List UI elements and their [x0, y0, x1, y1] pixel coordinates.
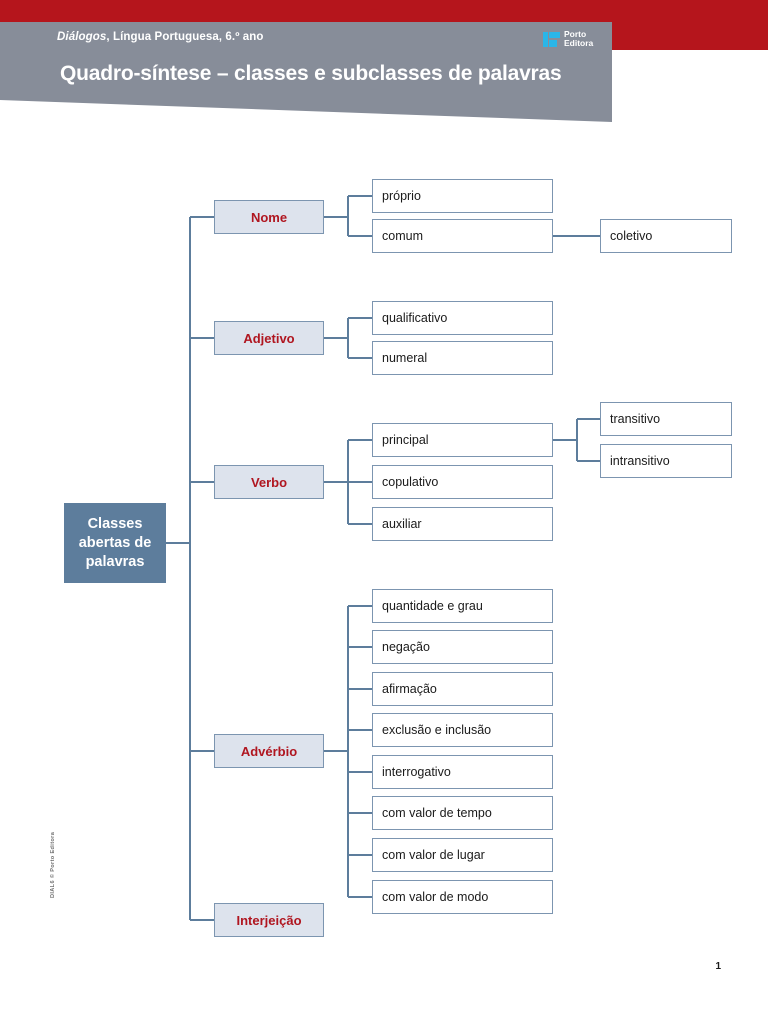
logo-line-editora: Editora: [564, 38, 594, 48]
node-leaf-numeral-label: numeral: [382, 351, 428, 365]
node-leaf-comum[interactable]: comum: [372, 219, 553, 253]
header-subtitle-book: Diálogos: [57, 31, 107, 43]
node-leaf-comum-label: comum: [382, 229, 423, 243]
node-leaf-coletivo-label: coletivo: [610, 229, 653, 243]
node-leaf-com-valor-de-tempo-label: com valor de tempo: [382, 806, 492, 820]
node-leaf-exclusao-e-inclusao[interactable]: exclusão e inclusão: [372, 713, 553, 747]
node-leaf-intransitivo-label: intransitivo: [610, 454, 670, 468]
node-root-label: Classes abertas de palavras: [78, 515, 152, 570]
node-leaf-principal-label: principal: [382, 433, 429, 447]
node-leaf-transitivo-label: transitivo: [610, 412, 661, 426]
node-category-nome-label: Nome: [250, 209, 288, 225]
node-root-classes-abertas[interactable]: Classes abertas de palavras: [64, 503, 166, 583]
node-leaf-com-valor-de-lugar[interactable]: com valor de lugar: [372, 838, 553, 872]
node-leaf-numeral[interactable]: numeral: [372, 341, 553, 375]
node-leaf-exclusao-e-inclusao-label: exclusão e inclusão: [382, 723, 492, 737]
node-leaf-com-valor-de-tempo[interactable]: com valor de tempo: [372, 796, 553, 830]
node-category-nome[interactable]: Nome: [214, 200, 324, 234]
node-category-verbo-label: Verbo: [250, 474, 288, 490]
logo-line-porto: Porto: [564, 29, 587, 39]
header-subtitle: Diálogos, Língua Portuguesa, 6.º ano: [57, 31, 264, 43]
page-title: Quadro-síntese – classes e subclasses de…: [60, 62, 562, 85]
node-leaf-copulativo-label: copulativo: [382, 475, 439, 489]
node-leaf-quantidade-e-grau[interactable]: quantidade e grau: [372, 589, 553, 623]
node-leaf-afirmacao[interactable]: afirmação: [372, 672, 553, 706]
node-category-adverbio-label: Advérbio: [240, 743, 298, 759]
node-leaf-negacao[interactable]: negação: [372, 630, 553, 664]
node-category-adjetivo-label: Adjetivo: [243, 330, 295, 346]
node-leaf-proprio[interactable]: próprio: [372, 179, 553, 213]
copyright-vertical-text: DIAL6 © Porto Editora: [50, 831, 56, 898]
node-leaf-auxiliar[interactable]: auxiliar: [372, 507, 553, 541]
node-category-verbo[interactable]: Verbo: [214, 465, 324, 499]
node-leaf-qualificativo[interactable]: qualificativo: [372, 301, 553, 335]
header-subtitle-rest: , Língua Portuguesa, 6.º ano: [106, 31, 264, 43]
porto-editora-logo: Porto Editora: [543, 30, 593, 48]
node-leaf-afirmacao-label: afirmação: [382, 682, 437, 696]
node-leaf-interrogativo[interactable]: interrogativo: [372, 755, 553, 789]
node-leaf-copulativo[interactable]: copulativo: [372, 465, 553, 499]
node-leaf-interrogativo-label: interrogativo: [382, 765, 451, 779]
node-leaf-proprio-label: próprio: [382, 189, 421, 203]
node-leaf-com-valor-de-lugar-label: com valor de lugar: [382, 848, 485, 862]
node-leaf-com-valor-de-modo[interactable]: com valor de modo: [372, 880, 553, 914]
node-leaf-qualificativo-label: qualificativo: [382, 311, 448, 325]
porto-editora-logo-text: Porto Editora: [564, 30, 593, 48]
node-leaf-transitivo[interactable]: transitivo: [600, 402, 732, 436]
node-leaf-intransitivo[interactable]: intransitivo: [600, 444, 732, 478]
node-category-adjetivo[interactable]: Adjetivo: [214, 321, 324, 355]
page-number: 1: [715, 961, 721, 972]
node-leaf-principal[interactable]: principal: [372, 423, 553, 457]
node-category-adverbio[interactable]: Advérbio: [214, 734, 324, 768]
node-category-interjeicao-label: Interjeição: [236, 912, 302, 928]
node-category-interjeicao[interactable]: Interjeição: [214, 903, 324, 937]
node-leaf-quantidade-e-grau-label: quantidade e grau: [382, 599, 483, 613]
node-leaf-auxiliar-label: auxiliar: [382, 517, 422, 531]
porto-editora-logo-icon: [543, 31, 560, 47]
node-leaf-coletivo[interactable]: coletivo: [600, 219, 732, 253]
node-leaf-com-valor-de-modo-label: com valor de modo: [382, 890, 489, 904]
node-leaf-negacao-label: negação: [382, 640, 430, 654]
